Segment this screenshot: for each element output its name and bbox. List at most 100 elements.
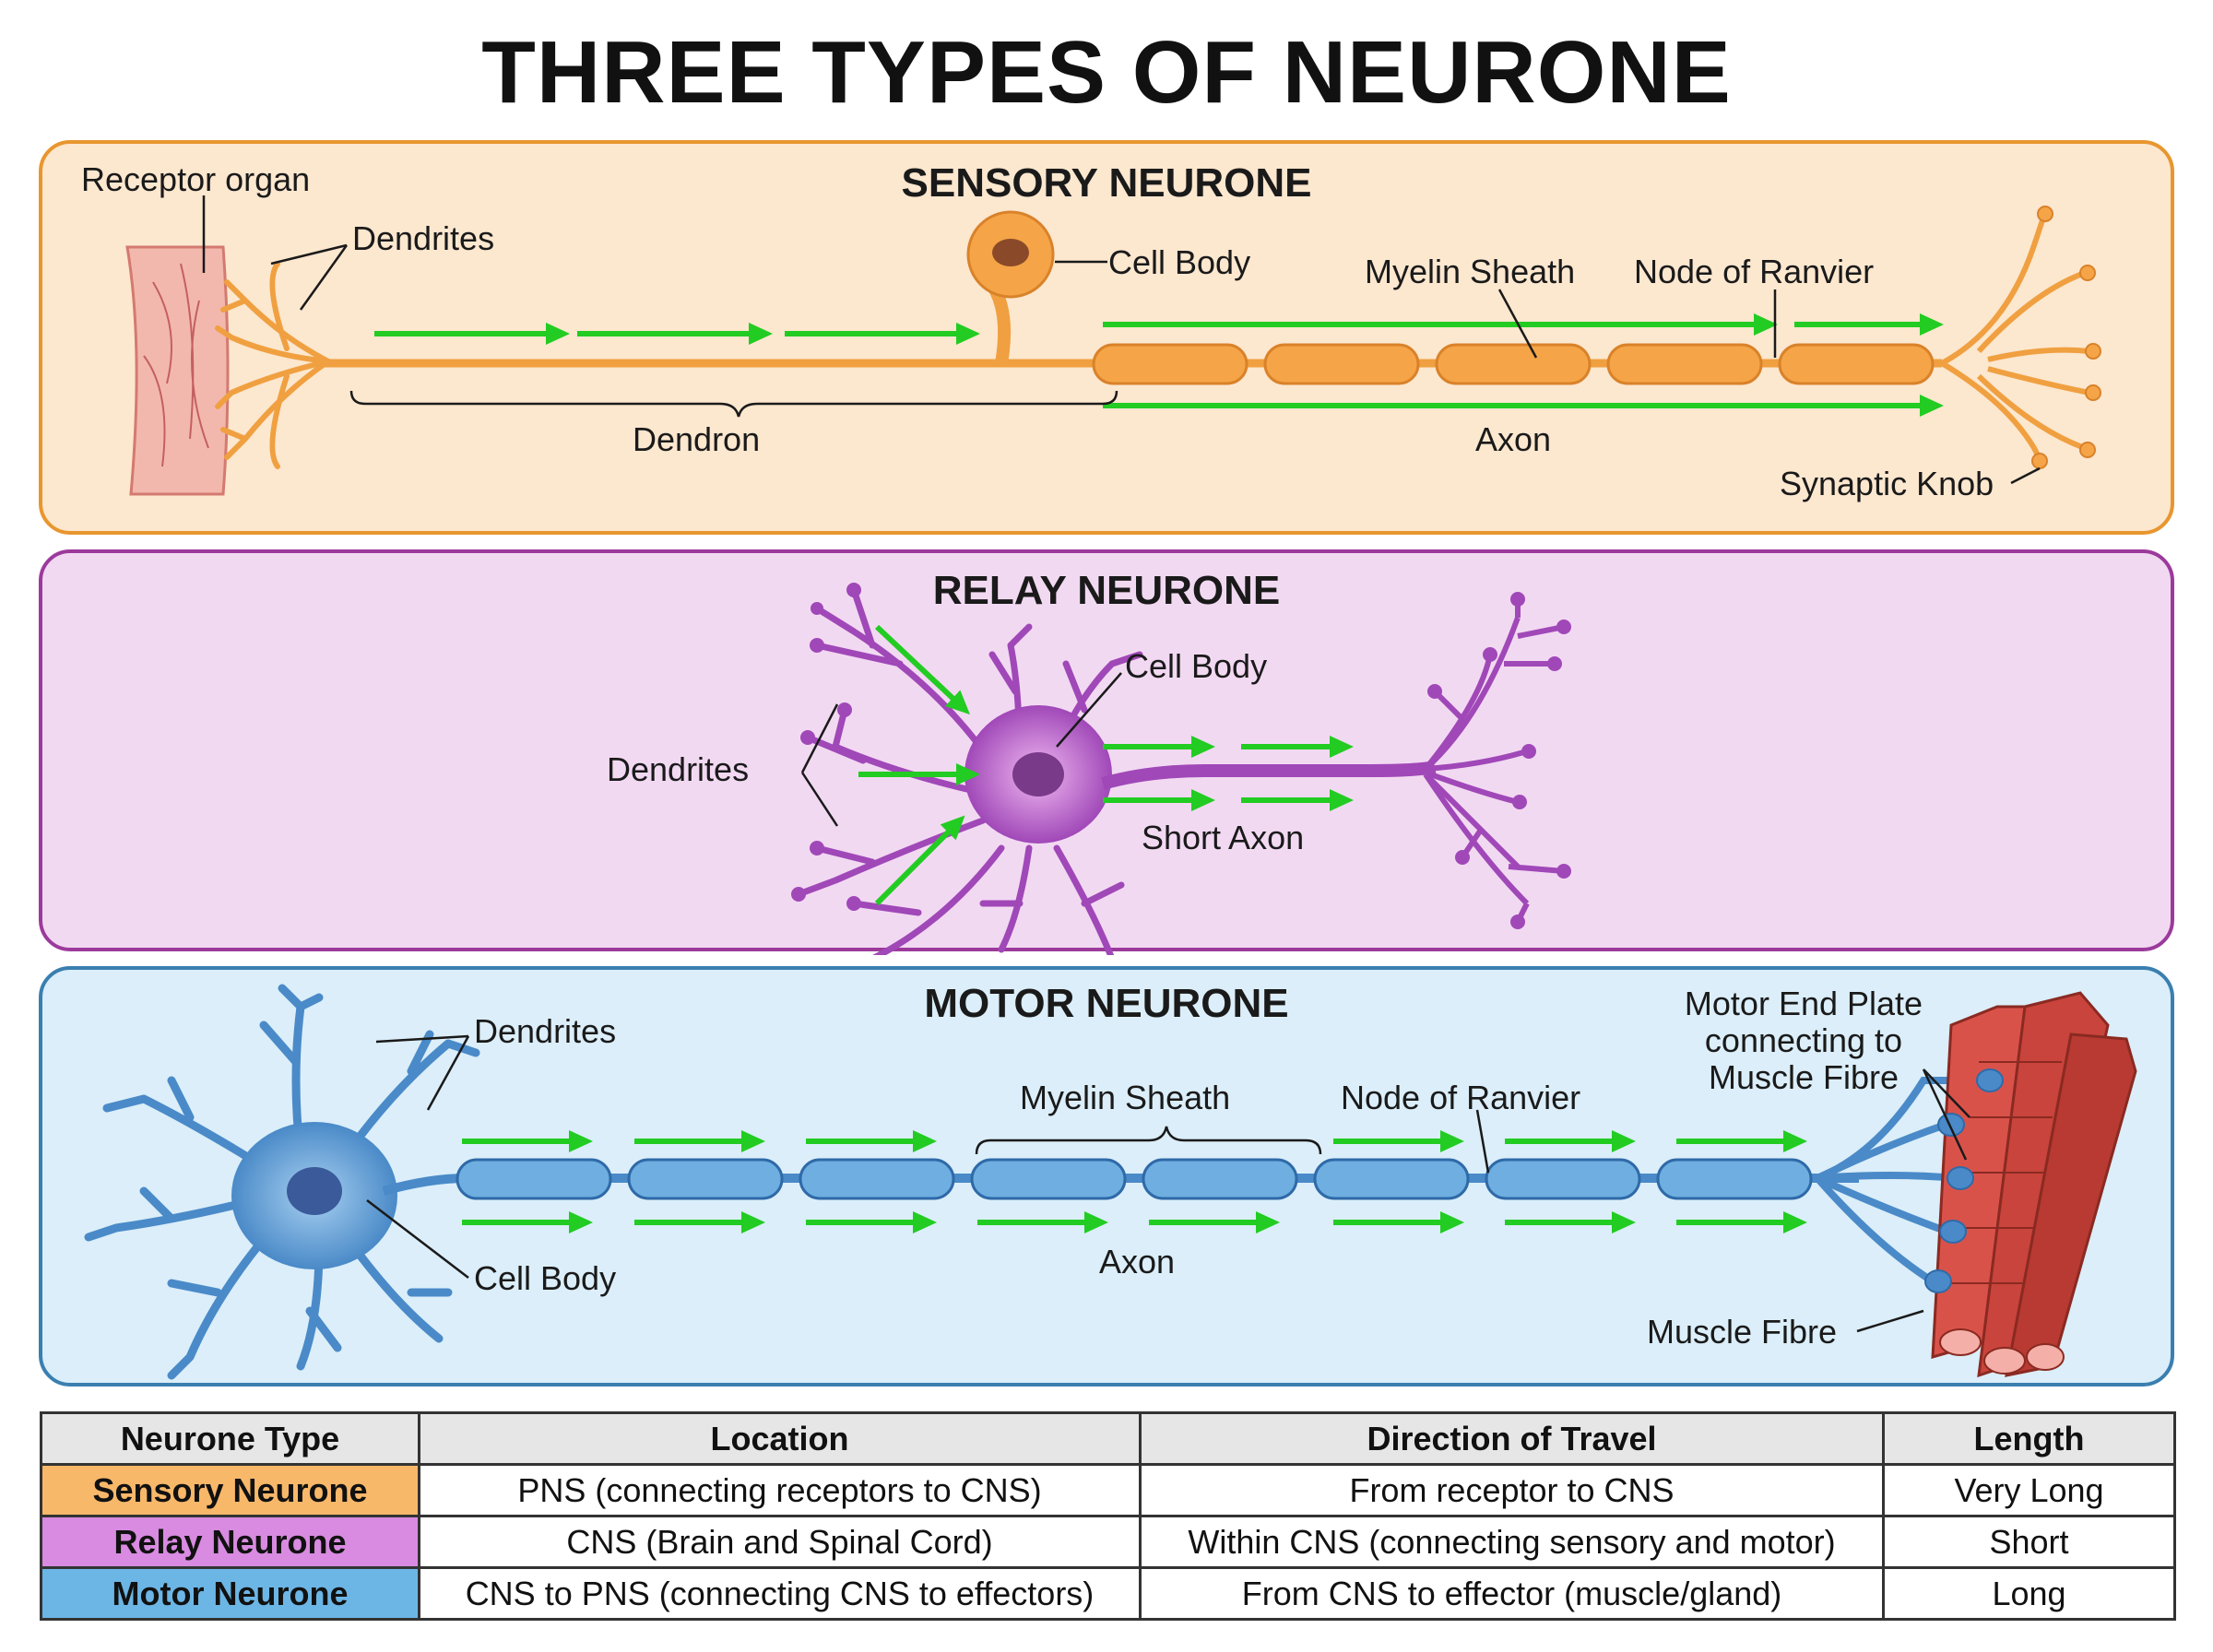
label-cell-body: Cell Body — [1108, 243, 1251, 281]
motor-end-plate — [1924, 1269, 1952, 1293]
motor-myelin-bracket — [975, 1126, 1322, 1155]
dendrite-tip — [791, 887, 806, 902]
dendrites-leader — [270, 243, 349, 311]
terminal-tip — [1521, 744, 1536, 759]
cell-direction: From CNS to effector (muscle/gland) — [1139, 1566, 1885, 1621]
motor-myelin-segments — [456, 1158, 1813, 1200]
label-motor-axon: Axon — [1099, 1243, 1176, 1280]
synaptic-knob-4 — [2085, 384, 2101, 401]
terminal-tip — [1455, 850, 1470, 865]
label-dendrites: Dendrites — [352, 219, 495, 257]
table-header-row: Neurone Type Location Direction of Trave… — [40, 1411, 2176, 1466]
motor-end-plate — [1937, 1113, 1965, 1137]
cell-direction: Within CNS (connecting sensory and motor… — [1139, 1515, 1885, 1569]
sensory-dendrites — [215, 261, 331, 469]
motor-cell-body — [231, 1122, 397, 1269]
label-motor-cell-body: Cell Body — [474, 1259, 617, 1297]
label-relay-cell-body: Cell Body — [1125, 647, 1268, 685]
dendron-bracket — [349, 390, 1118, 418]
dendrite-tip — [810, 841, 824, 856]
cell-type: Sensory Neurone — [40, 1463, 420, 1517]
dendrite-tip — [800, 730, 815, 745]
cell-length: Short — [1882, 1515, 2176, 1569]
relay-short-axon — [1101, 761, 1437, 790]
dendrite-tip — [846, 896, 861, 911]
terminal-tip — [1512, 795, 1527, 809]
table-row: Motor Neurone CNS to PNS (connecting CNS… — [40, 1566, 2176, 1621]
motor-end-plate — [1947, 1166, 1974, 1190]
table-row: Relay Neurone CNS (Brain and Spinal Cord… — [40, 1515, 2176, 1569]
sensory-title: SENSORY NEURONE — [901, 160, 1312, 206]
sensory-panel: SENSORY NEURONE Receptor organ Dendrites… — [39, 140, 2174, 535]
sensory-neurone-diagram — [125, 195, 2101, 496]
receptor-organ — [125, 245, 230, 496]
label-motor-myelin-sheath: Myelin Sheath — [1020, 1079, 1231, 1116]
motor-cell-body-leader — [366, 1199, 469, 1279]
cell-type: Motor Neurone — [40, 1566, 420, 1621]
cell-length: Long — [1882, 1566, 2176, 1621]
terminal-tip — [1556, 864, 1571, 879]
synaptic-knob-6 — [2031, 453, 2048, 469]
relay-dendrites-leader — [800, 703, 839, 827]
sensory-synaptic-knobs — [1940, 217, 2090, 459]
cell-direction: From receptor to CNS — [1139, 1463, 1885, 1517]
synaptic-knob-3 — [2085, 343, 2101, 360]
impulse-arrow — [874, 815, 965, 906]
terminal-tip — [1556, 620, 1571, 634]
cell-location: CNS to PNS (connecting CNS to effectors) — [418, 1566, 1142, 1621]
label-dendron: Dendron — [633, 420, 761, 458]
dendrite-tip — [810, 638, 824, 653]
terminal-tip — [1547, 656, 1562, 671]
impulse-arrow — [874, 624, 971, 715]
cell-location: PNS (connecting receptors to CNS) — [418, 1463, 1142, 1517]
dendrite-tip — [837, 702, 852, 717]
page-title: THREE TYPES OF NEURONE — [481, 23, 1732, 122]
label-motor-end-plate-line1: Motor End Plate — [1684, 985, 1923, 1022]
terminal-tip — [1510, 592, 1525, 607]
label-motor-end-plate-line3: Muscle Fibre — [1708, 1058, 1899, 1096]
motor-end-plate — [1976, 1068, 2004, 1092]
cell-length: Very Long — [1882, 1463, 2176, 1517]
motor-panel: MOTOR NEURONE Dendrites Myelin Sheath No… — [39, 966, 2174, 1386]
sensory-cell-body — [966, 210, 1055, 365]
label-short-axon: Short Axon — [1142, 819, 1305, 856]
relay-dendrites — [795, 586, 1143, 955]
neurone-summary-table: Neurone Type Location Direction of Trave… — [40, 1411, 2176, 1621]
label-motor-node-of-ranvier: Node of Ranvier — [1341, 1079, 1581, 1116]
label-synaptic-knob: Synaptic Knob — [1780, 465, 1994, 502]
dendrite-tip — [811, 602, 823, 615]
label-motor-end-plate-line2: connecting to — [1704, 1021, 1903, 1059]
label-muscle-fibre: Muscle Fibre — [1647, 1313, 1838, 1351]
myelin-leader — [1497, 289, 1538, 359]
terminal-tip — [1483, 647, 1497, 662]
motor-end-plate — [1939, 1220, 1967, 1244]
header-neurone-type: Neurone Type — [40, 1411, 420, 1466]
synaptic-knob-2 — [2079, 265, 2096, 281]
relay-title: RELAY NEURONE — [932, 568, 1281, 613]
terminal-tip — [1510, 914, 1525, 929]
motor-axon-terminals — [1814, 1077, 1986, 1285]
label-myelin-sheath: Myelin Sheath — [1365, 253, 1576, 290]
cell-location: CNS (Brain and Spinal Cord) — [418, 1515, 1142, 1569]
muscle-fibre-leader — [1856, 1309, 1924, 1333]
label-node-of-ranvier: Node of Ranvier — [1634, 253, 1875, 290]
label-axon: Axon — [1475, 420, 1552, 458]
motor-title: MOTOR NEURONE — [924, 981, 1289, 1026]
synaptic-knob-5 — [2079, 442, 2096, 458]
synaptic-knob-1 — [2037, 206, 2053, 222]
terminal-tip — [1427, 684, 1442, 699]
header-location: Location — [418, 1411, 1142, 1466]
label-receptor-organ: Receptor organ — [81, 160, 311, 198]
label-motor-dendrites: Dendrites — [474, 1012, 617, 1050]
relay-cell-body — [964, 705, 1112, 844]
motor-node-leader — [1475, 1109, 1490, 1174]
cell-type: Relay Neurone — [40, 1515, 420, 1569]
header-length: Length — [1882, 1411, 2176, 1466]
dendrite-tip — [846, 583, 861, 597]
label-relay-dendrites: Dendrites — [607, 750, 750, 788]
relay-cell-body-leader — [1056, 672, 1122, 748]
relay-neurone-diagram — [791, 583, 1571, 955]
end-plate-leader — [1922, 1068, 1970, 1161]
table-row: Sensory Neurone PNS (connecting receptor… — [40, 1463, 2176, 1517]
relay-panel: RELAY NEURONE Cell Body Dendrites Short … — [39, 549, 2174, 955]
